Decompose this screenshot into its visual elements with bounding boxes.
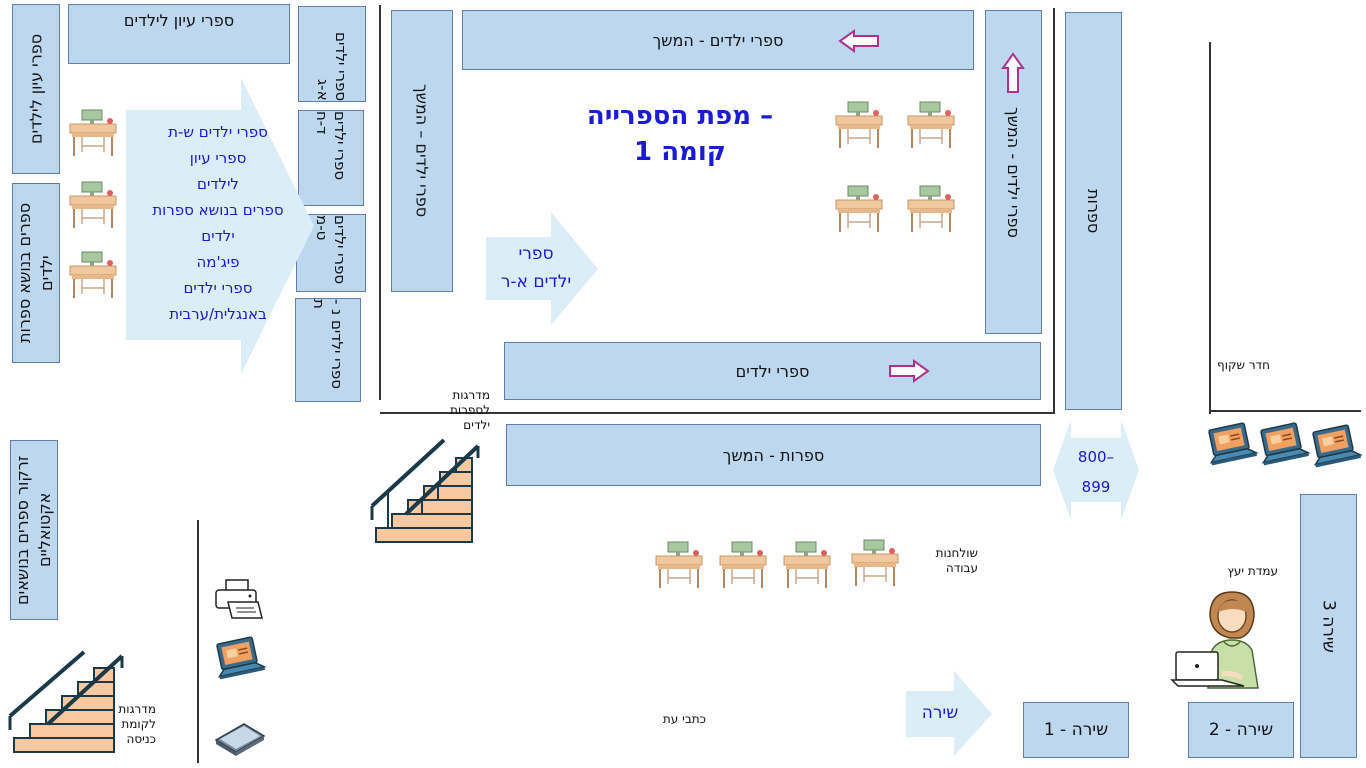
shelf-poetry-2[interactable]: שירה - 2 bbox=[1188, 702, 1294, 758]
shelf-label: ספרי ילדים - המשך bbox=[1004, 106, 1023, 238]
dewey-line: 800– bbox=[1077, 448, 1115, 466]
arrow-line: פיג'מה bbox=[196, 253, 240, 271]
arrow-line: ספרי ילדים bbox=[183, 279, 253, 297]
shelf-label: ספרות bbox=[1084, 188, 1103, 234]
shelf-kids-dalet[interactable]: ספרי ילדים ד-ח bbox=[298, 110, 364, 206]
poetry-arrow-text: שירה bbox=[921, 703, 959, 723]
arrow-line: ספרים בנושא ספרות bbox=[152, 201, 284, 219]
laptop-icon bbox=[1308, 422, 1362, 469]
desk-icon bbox=[69, 109, 117, 157]
shelf-label: שירה 3 bbox=[1318, 599, 1339, 653]
arrow-line: ספרי עיון bbox=[189, 149, 247, 167]
desk-icon bbox=[907, 185, 955, 233]
shelf-literature[interactable]: ספרות bbox=[1065, 12, 1122, 410]
stairs-entrance-icon bbox=[8, 650, 124, 753]
shelf-label: ספרי ילדים א-ג bbox=[314, 31, 350, 101]
wall-kids-right bbox=[1053, 8, 1055, 413]
desk-icon bbox=[69, 251, 117, 299]
shelf-label: ספרי ילדים ד-ח bbox=[313, 111, 349, 181]
shelf-label: ספרי עיון לילדים bbox=[26, 33, 46, 145]
shelf-kids-nonfiction-left[interactable]: ספרי עיון לילדים bbox=[12, 4, 60, 174]
map-title-line-2: קומה 1 bbox=[634, 137, 726, 167]
shelf-literature-continued[interactable]: ספרות - המשך bbox=[506, 424, 1041, 486]
shelf-label: זרקור ספרים בנושאים אקטואליים bbox=[13, 455, 54, 605]
shelf-label: ספרי ילדים נ - ת bbox=[310, 299, 346, 390]
shelf-label: ספרי ילדים – המשך bbox=[412, 84, 432, 218]
shelf-kids-middle[interactable]: ספרי ילדים bbox=[504, 342, 1041, 400]
advisor-label: עמדת יעץ bbox=[1227, 564, 1278, 578]
map-title: – מפת הספרייה קומה 1 bbox=[560, 98, 800, 170]
dewey-line: 899 bbox=[1081, 478, 1111, 496]
wall-left-upper bbox=[379, 5, 381, 400]
big-arrow-text: ספרי ילדים ש-ת ספרי עיון לילדים ספרים בנ… bbox=[128, 119, 308, 327]
wall-clearroom-left bbox=[1209, 42, 1211, 414]
shelf-kids-continued-top[interactable]: ספרי ילדים - המשך bbox=[462, 10, 974, 70]
periodicals-label: כתבי עת bbox=[662, 712, 706, 726]
laptop-icon bbox=[212, 634, 266, 681]
shelf-kids-literature-topic[interactable]: ספרים בנושא ספרות ילדים bbox=[12, 183, 60, 363]
arrow-left-icon bbox=[838, 29, 879, 53]
arrow-line: לילדים bbox=[197, 175, 239, 193]
big-arrow-shape bbox=[126, 78, 314, 374]
wall-left-lower bbox=[197, 520, 199, 763]
arrow-line: ספרי bbox=[518, 244, 554, 264]
wall-clearroom-bottom bbox=[1209, 410, 1361, 412]
kids-ar-arrow-text: ספרי ילדים א-ר bbox=[480, 240, 592, 296]
shelf-poetry-3[interactable]: שירה 3 bbox=[1300, 494, 1357, 758]
desk-icon bbox=[835, 101, 883, 149]
shelf-label: ספרים בנושא ספרות ילדים bbox=[15, 202, 56, 344]
shelf-label: ספרות - המשך bbox=[722, 445, 825, 465]
arrow-right-icon bbox=[889, 359, 930, 383]
laptop-icon bbox=[1256, 420, 1310, 467]
laptop-icon bbox=[1204, 420, 1258, 467]
arrow-line: ילדים א-ר bbox=[500, 272, 572, 292]
desk-icon bbox=[69, 181, 117, 229]
librarian-icon bbox=[1170, 591, 1259, 689]
arrow-line: ספרי ילדים ש-ת bbox=[168, 123, 268, 141]
scanner-icon bbox=[214, 723, 266, 756]
shelf-label: ספרי ילדים ט-מ bbox=[313, 215, 349, 285]
wall-kids-bottom bbox=[380, 412, 1055, 414]
desk-icon bbox=[907, 101, 955, 149]
kids-ar-arrow-shape bbox=[486, 212, 598, 325]
shelf-poetry-1[interactable]: שירה - 1 bbox=[1023, 702, 1129, 758]
arrow-up-icon bbox=[1001, 52, 1025, 93]
arrow-line: באנגלית/ערבית bbox=[169, 305, 267, 323]
arrow-line: ילדים bbox=[201, 227, 235, 245]
stairs-kids-label: מדרגות לספרות ילדים bbox=[449, 388, 490, 432]
stairs-entrance-label: מדרגות לקומת כניסה bbox=[118, 702, 156, 746]
stairs-kids-icon bbox=[370, 438, 480, 543]
shelf-label: ספרי עיון לילדים bbox=[123, 11, 235, 30]
poetry-arrow-shape bbox=[906, 671, 992, 756]
desk-icon bbox=[655, 541, 703, 589]
shelf-kids-continued-vertical[interactable]: ספרי ילדים – המשך bbox=[391, 10, 453, 292]
shelf-spotlight-topics[interactable]: זרקור ספרים בנושאים אקטואליים bbox=[10, 440, 58, 620]
shelf-kids-nun[interactable]: ספרי ילדים נ - ת bbox=[295, 298, 361, 402]
shelf-kids-nonfiction-top[interactable]: ספרי עיון לילדים bbox=[68, 4, 290, 64]
dewey-double-arrow-shape bbox=[1053, 420, 1139, 520]
shelf-label: שירה - 1 bbox=[1043, 720, 1109, 740]
clear-room-label: חדר שקוף bbox=[1217, 358, 1270, 372]
shelf-label: שירה - 2 bbox=[1208, 720, 1274, 740]
printer-icon bbox=[215, 579, 263, 619]
shelf-kids-alef[interactable]: ספרי ילדים א-ג bbox=[298, 6, 366, 102]
desk-icon bbox=[719, 541, 767, 589]
shelf-label: ספרי ילדים bbox=[735, 361, 810, 381]
desk-icon bbox=[783, 541, 831, 589]
desk-icon bbox=[835, 185, 883, 233]
map-title-line-1: – מפת הספרייה bbox=[586, 101, 774, 131]
work-tables-label: שולחנות עבודה bbox=[935, 546, 978, 575]
desk-icon bbox=[851, 539, 899, 587]
shelf-label: ספרי ילדים - המשך bbox=[652, 30, 784, 50]
dewey-arrow-text: 800– 899 bbox=[1058, 442, 1134, 502]
